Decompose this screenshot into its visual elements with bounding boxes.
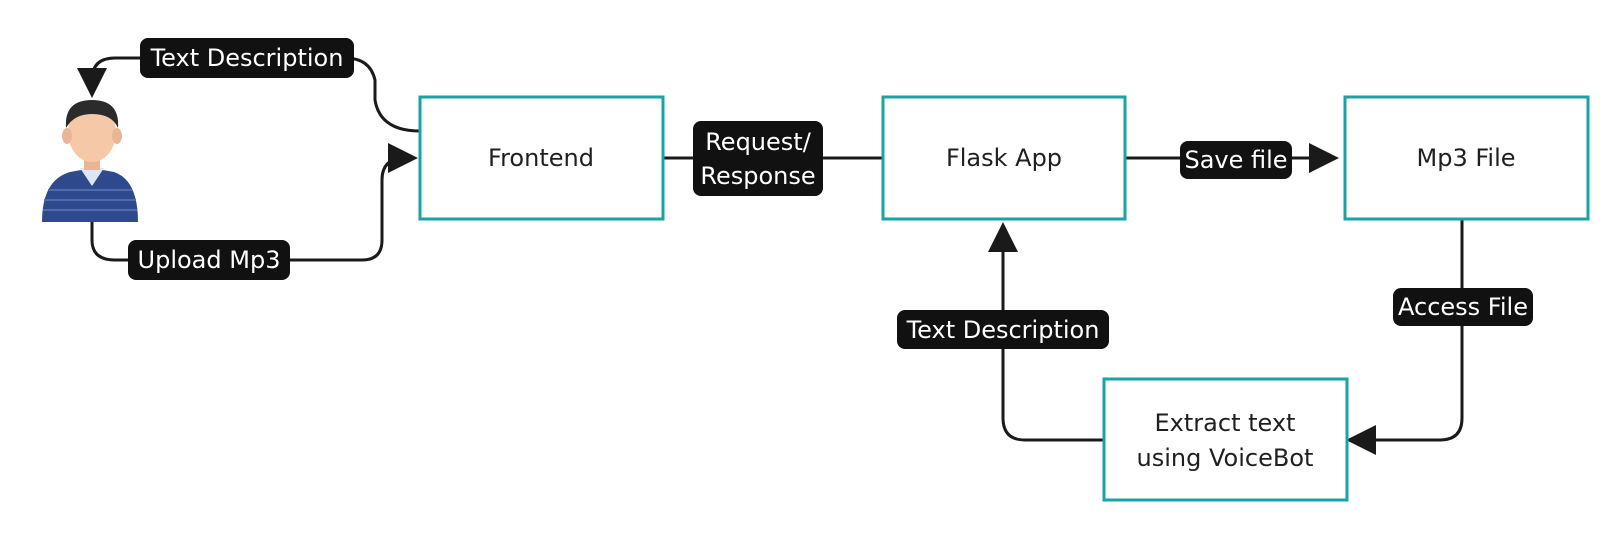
edge-label-save-file-text: Save file [1184, 146, 1287, 174]
edge-label-user-text-description: Text Description [140, 38, 354, 78]
user-avatar-icon [42, 100, 138, 222]
node-extract-line2: using VoiceBot [1137, 444, 1314, 472]
node-flask-app-label: Flask App [946, 144, 1062, 172]
edge-label-user-text-description-text: Text Description [150, 44, 344, 72]
edge-label-save-file: Save file [1180, 141, 1292, 179]
node-mp3-file-label: Mp3 File [1417, 144, 1516, 172]
node-frontend: Frontend [418, 95, 665, 221]
edge-label-upload-mp3-text: Upload Mp3 [138, 246, 281, 274]
edge-label-request-response: Request/ Response [693, 121, 823, 196]
node-mp3-file: Mp3 File [1343, 95, 1590, 221]
edge-frontend-to-user [77, 56, 422, 133]
node-flask-app: Flask App [881, 95, 1127, 221]
edge-label-upload-mp3: Upload Mp3 [128, 240, 290, 280]
edge-user-to-frontend [90, 143, 418, 262]
edge-label-access-file-text: Access File [1398, 293, 1528, 321]
edge-label-flask-text-description-text: Text Description [906, 316, 1100, 344]
edge-mp3-to-extract [1346, 216, 1464, 455]
node-extract-text: Extract text using VoiceBot [1102, 377, 1349, 502]
edge-label-flask-text-description: Text Description [897, 310, 1109, 349]
node-frontend-label: Frontend [488, 144, 594, 172]
node-extract-line1: Extract text [1155, 409, 1296, 437]
edge-label-access-file: Access File [1393, 288, 1533, 326]
edge-extract-to-flask [988, 222, 1105, 442]
edge-label-request-line2: Response [700, 162, 815, 190]
edge-label-request-line1: Request/ [705, 128, 811, 156]
